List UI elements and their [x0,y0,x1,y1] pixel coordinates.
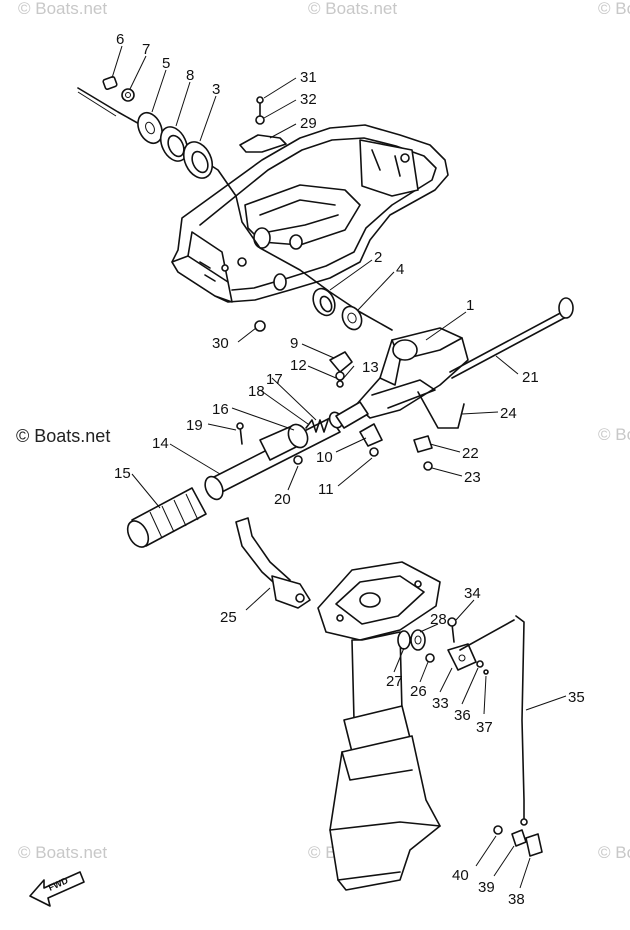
part-label-26: 26 [410,683,427,700]
watermark-top-left: © Boats.net [18,0,107,18]
part-label-21: 21 [522,369,539,386]
watermark-mid-right: © Boats.net [598,425,630,444]
lower-hardware [397,617,489,675]
part-label-27: 27 [386,673,403,690]
part-label-8: 8 [186,67,194,84]
part-label-35: 35 [568,689,585,706]
part-label-7: 7 [142,41,150,58]
watermark-bottom-right: © Boats.net [598,843,630,862]
part-label-39: 39 [478,879,495,896]
watermark-bottom-left: © Boats.net [18,843,107,862]
part-label-15: 15 [114,465,131,482]
part-label-36: 36 [454,707,471,724]
part-label-34: 34 [464,585,481,602]
throttle-grip [126,487,207,548]
lower-unit [317,561,441,891]
part-label-6: 6 [116,31,124,48]
part-label-1: 1 [466,297,474,314]
leader-lines [111,45,567,889]
bracket-29 [239,96,287,153]
part-label-4: 4 [396,261,404,278]
part-label-30: 30 [212,335,229,352]
part-label-5: 5 [162,55,170,72]
throttle-shaft [204,351,383,501]
part-label-25: 25 [220,609,237,626]
part-label-2: 2 [374,249,382,266]
part-label-24: 24 [500,405,517,422]
part-label-18: 18 [248,383,265,400]
part-label-19: 19 [186,417,203,434]
part-label-22: 22 [462,445,479,462]
nut-30 [254,320,266,332]
part-label-29: 29 [300,115,317,132]
part-label-17: 17 [266,371,283,388]
part-label-37: 37 [476,719,493,736]
part-label-32: 32 [300,91,317,108]
part-labels: 6 7 5 8 3 31 32 29 2 4 30 1 9 12 13 21 1… [114,31,585,908]
part-label-31: 31 [300,69,317,86]
watermark-main: © Boats.net [16,426,110,446]
part-label-16: 16 [212,401,229,418]
part-label-20: 20 [274,491,291,508]
shift-lever [235,517,311,609]
part-label-11: 11 [318,481,334,498]
shift-rod [459,615,543,857]
part-label-14: 14 [152,435,169,452]
part-label-40: 40 [452,867,469,884]
part-label-38: 38 [508,891,525,908]
steering-bracket [355,297,574,471]
watermark-top-center: © Boats.net [308,0,397,18]
part-label-9: 9 [290,335,298,352]
part-label-13: 13 [362,359,379,376]
watermark-top-right: © Boats.net [598,0,630,18]
part-label-3: 3 [212,81,220,98]
bottom-cowling [171,124,449,303]
grommet-stack-lower [312,287,363,331]
part-label-33: 33 [432,695,449,712]
part-label-23: 23 [464,469,481,486]
part-label-10: 10 [316,449,333,466]
part-label-28: 28 [430,611,447,628]
part-label-12: 12 [290,357,307,374]
grommet-stack-top [102,76,214,179]
fwd-arrow: FWD [29,871,85,907]
